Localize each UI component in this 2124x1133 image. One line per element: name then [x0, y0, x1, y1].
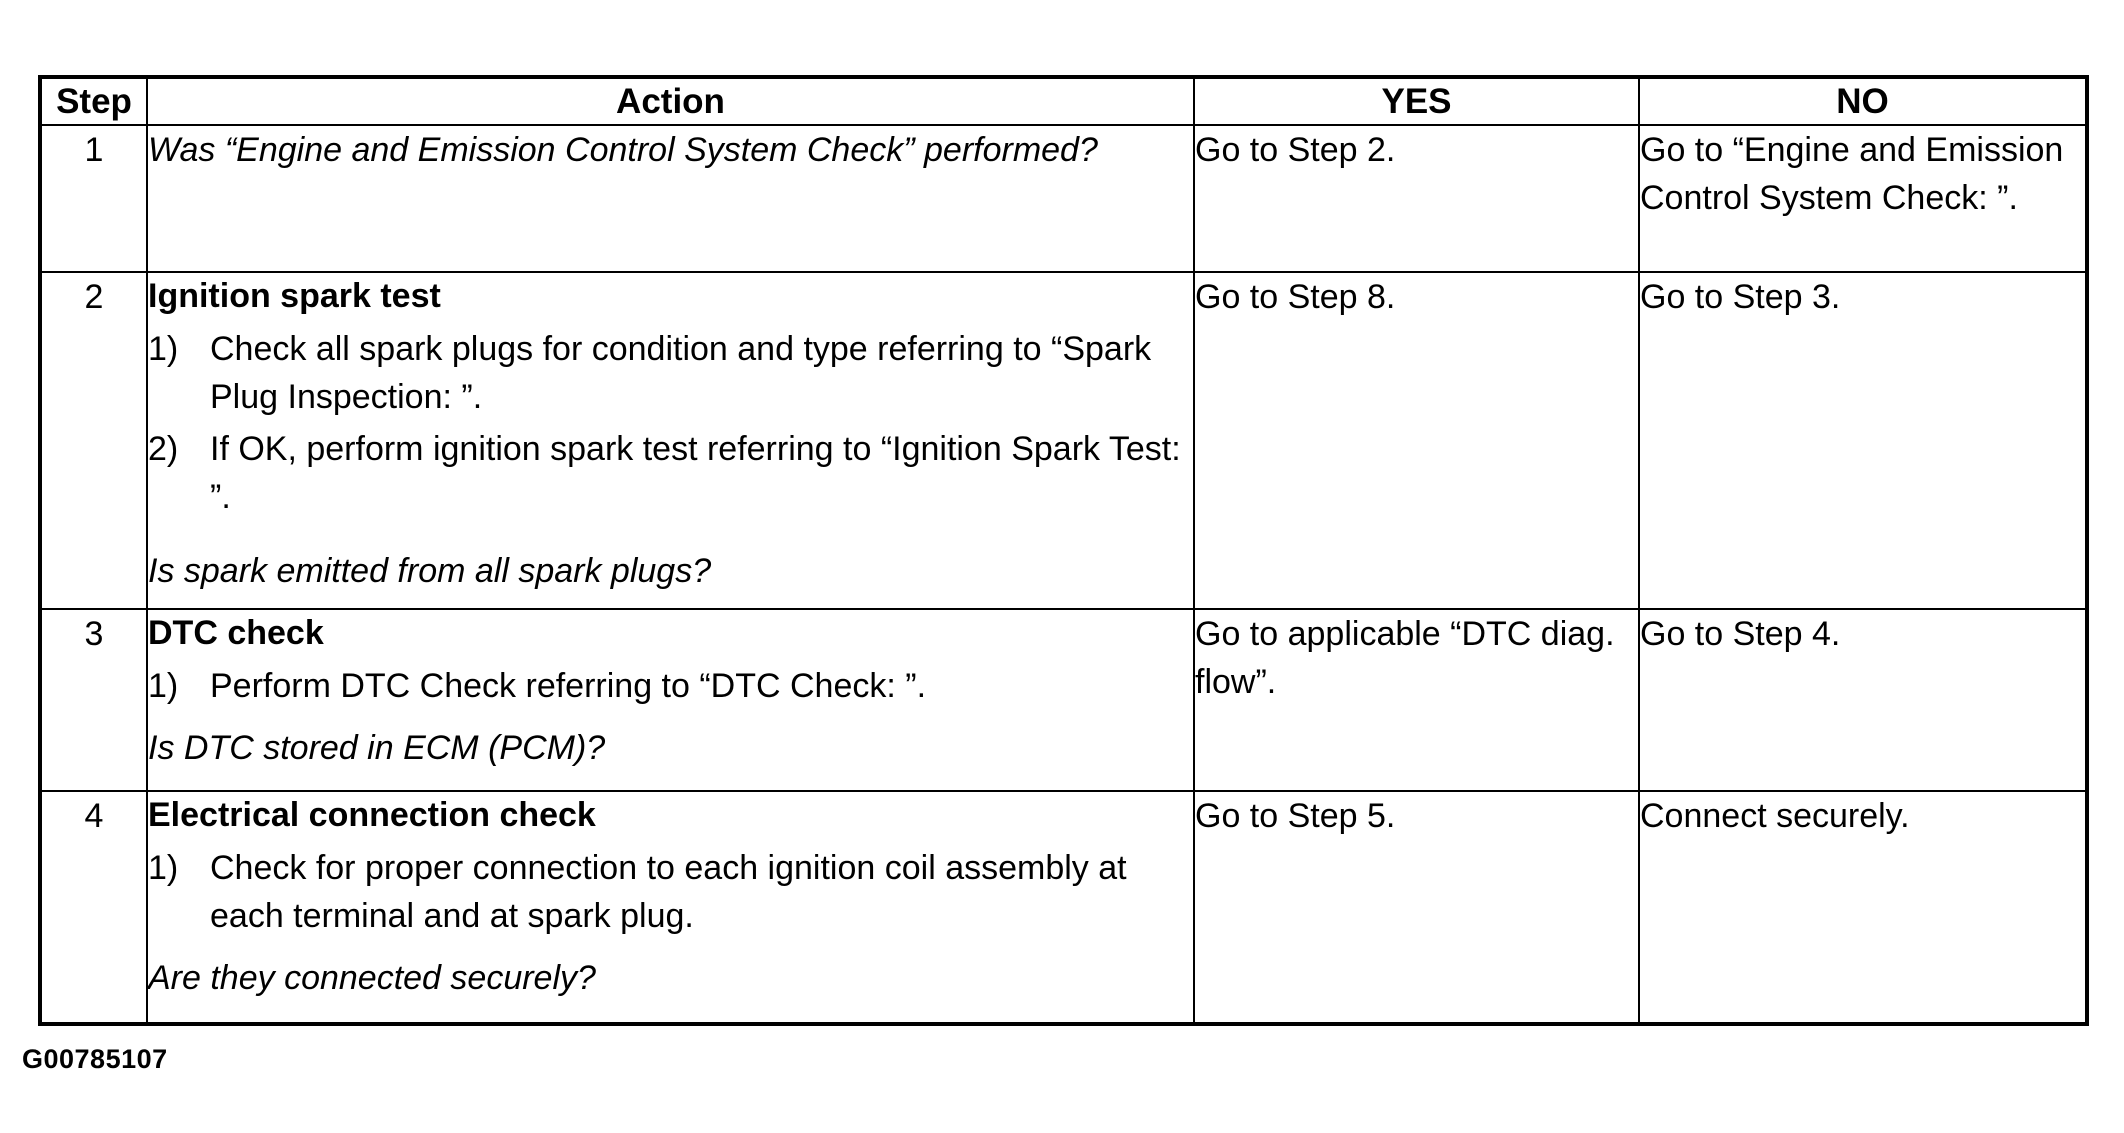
- list-item-number: 1): [148, 849, 179, 887]
- yes-branch: Go to Step 8.: [1193, 271, 1640, 610]
- list-item-text: Check all spark plugs for condition and …: [210, 330, 1152, 416]
- action-cell: Ignition spark test 1) Check all spark p…: [146, 271, 1195, 610]
- action-question: Are they connected securely?: [148, 959, 596, 997]
- list-item: 1) Perform DTC Check referring to “DTC C…: [148, 662, 1193, 710]
- table-row: 2 Ignition spark test 1) Check all spark…: [39, 271, 2088, 610]
- step-number: 3: [39, 608, 148, 792]
- spacer: [148, 525, 1193, 547]
- figure-id-label: G00785107: [22, 1044, 168, 1074]
- action-question: Is DTC stored in ECM (PCM)?: [148, 729, 606, 767]
- column-header-step: Step: [39, 76, 148, 126]
- step-number: 1: [39, 124, 148, 273]
- list-item: 1) Check for proper connection to each i…: [148, 844, 1193, 940]
- no-branch: Connect securely.: [1638, 790, 2088, 1025]
- list-item-number: 2): [148, 430, 179, 468]
- list-item-text: If OK, perform ignition spark test refer…: [210, 430, 1181, 516]
- list-item: 1) Check all spark plugs for condition a…: [148, 325, 1193, 421]
- no-branch: Go to Step 4.: [1638, 608, 2088, 792]
- spacer: [148, 944, 1193, 954]
- action-cell: Was “Engine and Emission Control System …: [146, 124, 1195, 273]
- action-title: Electrical connection check: [148, 796, 596, 834]
- list-item-number: 1): [148, 667, 179, 705]
- column-header-no: NO: [1638, 76, 2088, 126]
- list-item-number: 1): [148, 330, 179, 368]
- column-header-yes: YES: [1193, 76, 1640, 126]
- action-title: Ignition spark test: [148, 277, 441, 315]
- yes-branch: Go to Step 5.: [1193, 790, 1640, 1025]
- action-title: DTC check: [148, 614, 324, 652]
- action-steps-list: 1) Perform DTC Check referring to “DTC C…: [148, 662, 1193, 710]
- no-branch: Go to Step 3.: [1638, 271, 2088, 610]
- table-header-row: Step Action YES NO: [39, 76, 2088, 126]
- action-question: Was “Engine and Emission Control System …: [148, 131, 1098, 169]
- spacer: [148, 714, 1193, 724]
- action-question: Is spark emitted from all spark plugs?: [148, 552, 712, 590]
- list-item: 2) If OK, perform ignition spark test re…: [148, 425, 1193, 521]
- action-steps-list: 1) Check all spark plugs for condition a…: [148, 325, 1193, 521]
- yes-branch: Go to applicable “DTC diag. flow”.: [1193, 608, 1640, 792]
- table-row: 1 Was “Engine and Emission Control Syste…: [39, 124, 2088, 273]
- action-steps-list: 1) Check for proper connection to each i…: [148, 844, 1193, 940]
- table-body: 1 Was “Engine and Emission Control Syste…: [39, 124, 2088, 1025]
- list-item-text: Perform DTC Check referring to “DTC Chec…: [210, 667, 927, 705]
- no-branch: Go to “Engine and Emission Control Syste…: [1638, 124, 2088, 273]
- table-header: Step Action YES NO: [39, 76, 2088, 126]
- column-header-action: Action: [146, 76, 1195, 126]
- list-item-text: Check for proper connection to each igni…: [210, 849, 1127, 935]
- step-number: 4: [39, 790, 148, 1025]
- step-number: 2: [39, 271, 148, 610]
- table-row: 3 DTC check 1) Perform DTC Check referri…: [39, 608, 2088, 792]
- diagnostic-flow-table: Step Action YES NO 1 Was “Engine and Emi…: [38, 75, 2089, 1026]
- yes-branch: Go to Step 2.: [1193, 124, 1640, 273]
- action-cell: DTC check 1) Perform DTC Check referring…: [146, 608, 1195, 792]
- table-row: 4 Electrical connection check 1) Check f…: [39, 790, 2088, 1025]
- action-cell: Electrical connection check 1) Check for…: [146, 790, 1195, 1025]
